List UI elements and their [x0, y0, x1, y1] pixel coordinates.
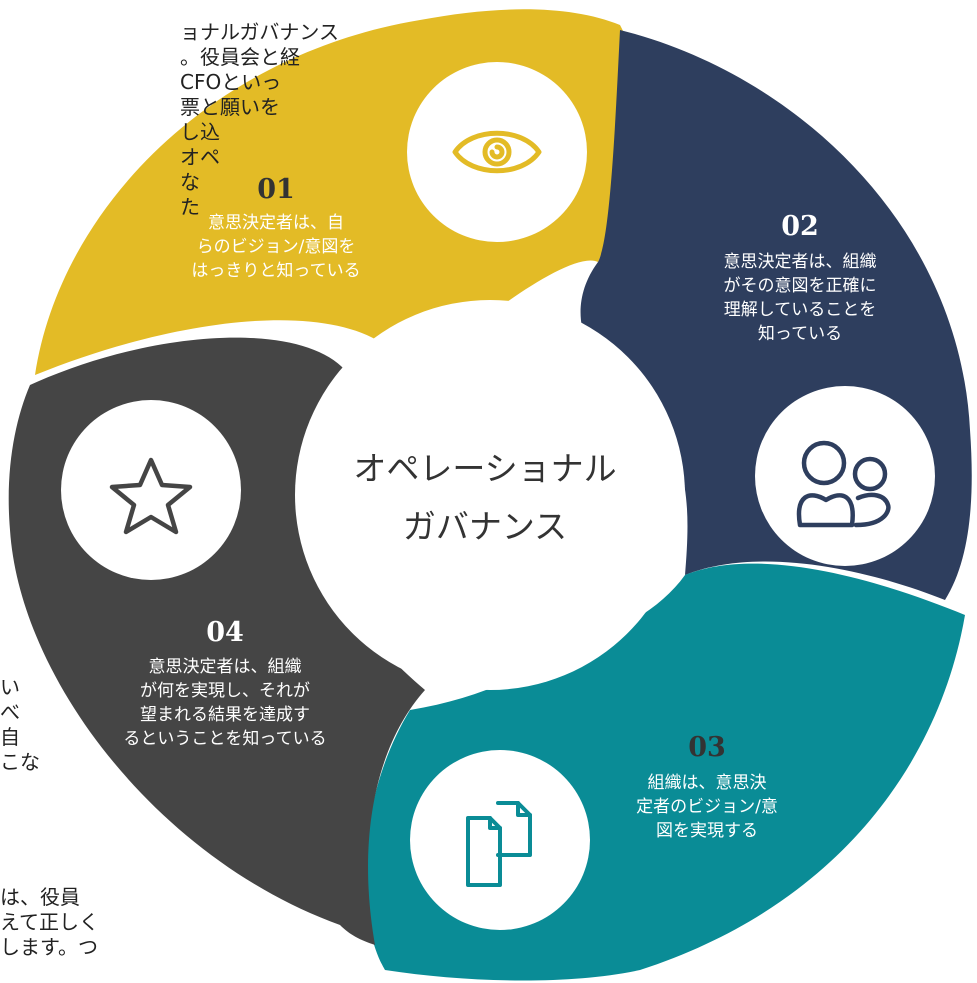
- icon-circle-02: [755, 386, 935, 566]
- background-text-mid-left: い べ 自 こな: [0, 675, 40, 774]
- icon-circle-01: [407, 62, 587, 242]
- segment-03-number: 03: [688, 732, 726, 763]
- star-icon: [109, 457, 193, 535]
- segment-03-text: 組織は、意思決 定者のビジョン/意 図を実現する: [636, 773, 778, 841]
- background-text-bottom-left: は、役員 えて正しく します。つ: [0, 885, 99, 959]
- documents-icon: [466, 801, 532, 887]
- segment-01-number: 01: [257, 174, 295, 205]
- background-text-top-left: ョナルガバナンス 。役員会と経 CFOといっ 票と願いを し込 オペ な た: [180, 20, 339, 219]
- people-icon: [796, 440, 891, 528]
- center-title: オペレーショナル ガバナンス: [353, 449, 617, 546]
- segment-01-text: 意思決定者は、自 らのビジョン/意図を はっきりと知っている: [191, 213, 361, 281]
- segment-02-number: 02: [781, 211, 819, 242]
- eye-icon: [452, 130, 542, 174]
- segment-02-text: 意思決定者は、組織 がその意図を正確に 理解していることを 知っている: [723, 252, 877, 344]
- icon-circle-04: [61, 400, 241, 580]
- segment-04-text: 意思決定者は、組織 が何を実現し、それが 望まれる結果を達成す るということを知…: [123, 657, 327, 749]
- center-circle: [295, 300, 685, 690]
- segment-04-number: 04: [206, 617, 244, 648]
